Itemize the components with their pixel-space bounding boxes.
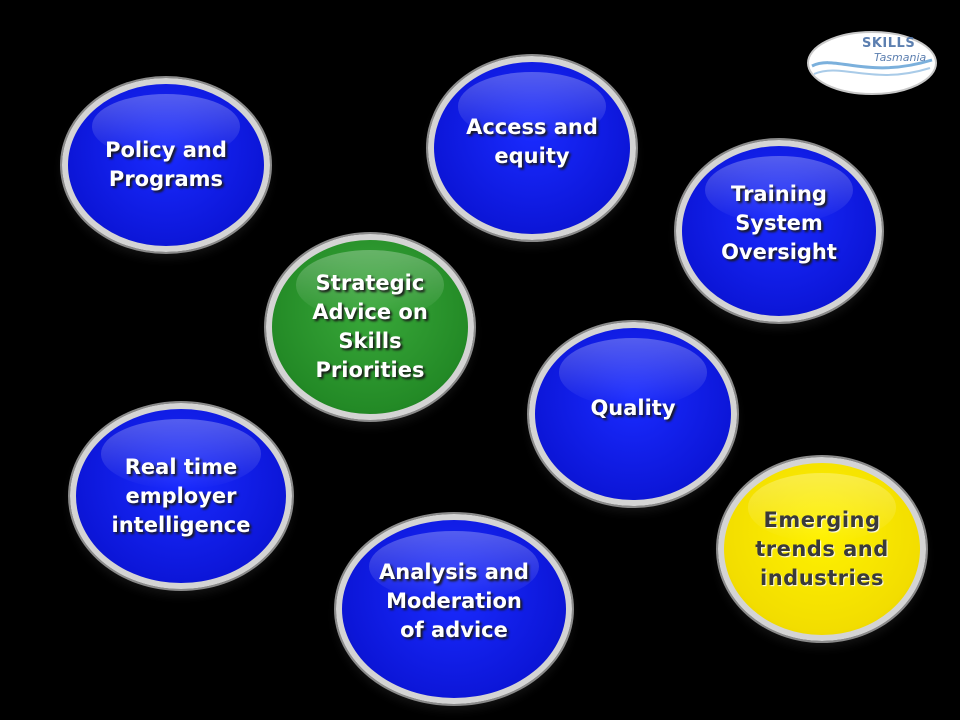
bubble-label: Policy and Programs	[105, 138, 227, 191]
bubble-access-equity: Access and equity	[428, 56, 636, 240]
bubble-label: Quality	[590, 395, 676, 420]
bubble-policy-programs: Policy and Programs	[62, 78, 270, 252]
bubble-label: Analysis and Moderation of advice	[379, 559, 529, 642]
bubble-quality: Quality	[529, 322, 737, 506]
skills-tasmania-logo	[807, 31, 937, 95]
bubble-label: Real time employer intelligence	[111, 454, 251, 537]
bubble-strategic-advice: Strategic Advice on Skills Priorities	[266, 234, 474, 420]
bubble-analysis-moderation: Analysis and Moderation of advice	[336, 514, 572, 704]
bubble-training-oversight: Training System Oversight	[676, 140, 882, 322]
bubble-label: Strategic Advice on Skills Priorities	[312, 271, 428, 382]
bubble-label: Training System Oversight	[721, 181, 837, 264]
logo-text-skills: SKILLS	[862, 36, 916, 51]
logo-text-tasmania: Tasmania	[874, 51, 927, 64]
bubble-emerging-trends: Emerging trends and industries	[718, 457, 926, 641]
bubble-label: Access and equity	[466, 115, 598, 168]
bubble-realtime-employer: Real time employer intelligence	[70, 403, 292, 589]
bubble-label: Emerging trends and industries	[755, 507, 889, 590]
